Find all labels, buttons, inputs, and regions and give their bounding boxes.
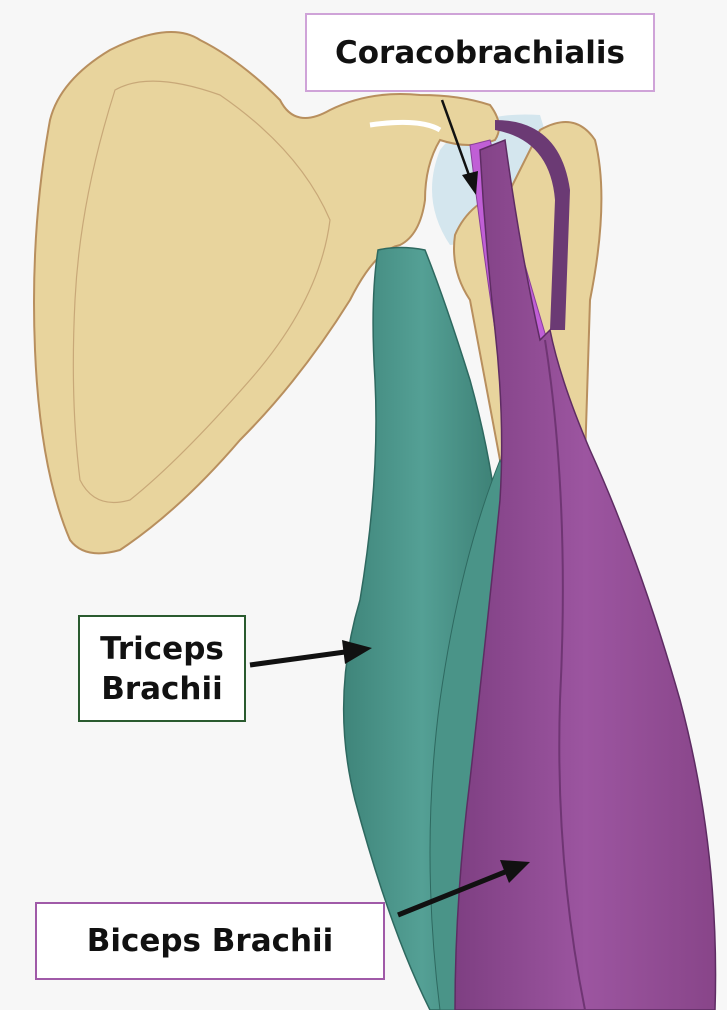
coracobrachialis-label: Coracobrachialis	[305, 13, 655, 92]
scapula-inner-line	[72, 80, 331, 504]
biceps-brachii-label: Biceps Brachii	[35, 902, 385, 980]
biceps-label-text: Biceps Brachii	[86, 923, 334, 959]
biceps-long-head-tendon	[495, 120, 570, 330]
coracoid-process	[369, 119, 442, 133]
triceps-label-line2: Brachii	[101, 670, 223, 707]
scapula-bone	[33, 31, 500, 555]
triceps-label-line1: Triceps	[100, 630, 224, 667]
triceps-arrow	[249, 640, 372, 668]
coracobrachialis-arrow	[440, 99, 478, 195]
biceps-arrow	[397, 860, 530, 918]
coracobrachialis-label-text: Coracobrachialis	[334, 34, 626, 71]
biceps-split-line	[544, 339, 586, 1010]
triceps-brachii-label: Triceps Brachii	[78, 615, 246, 722]
